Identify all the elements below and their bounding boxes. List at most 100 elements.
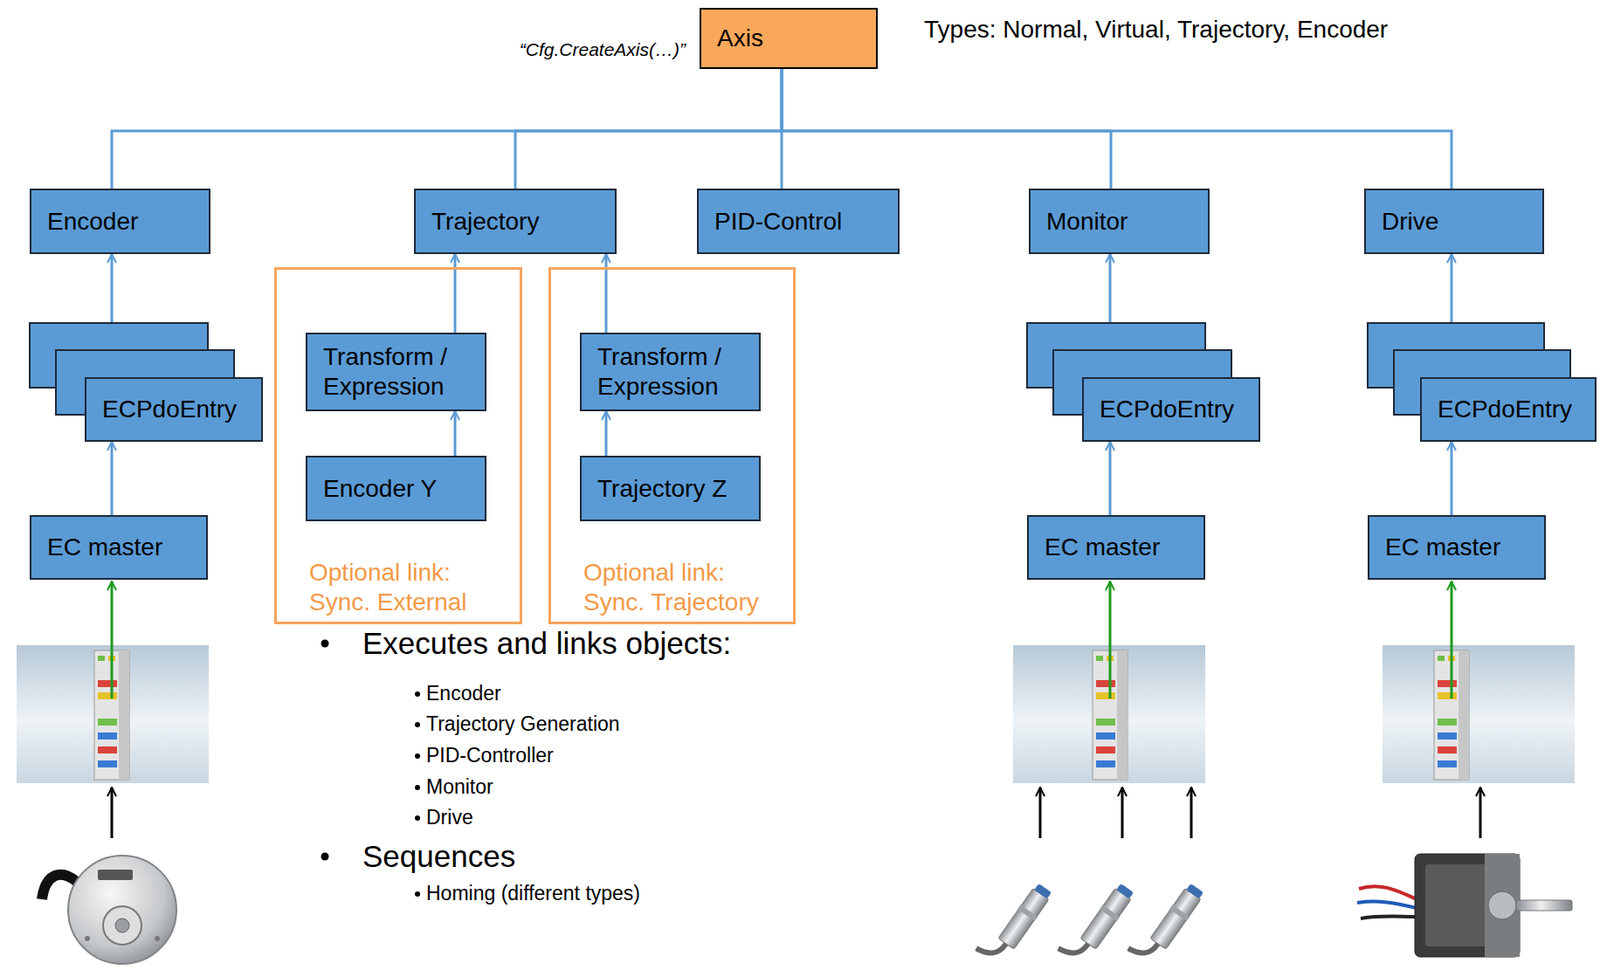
note-text: Types: Normal, Virtual, Trajectory, Enco… (924, 14, 1388, 45)
ec-master-box: EC master (1027, 515, 1206, 580)
proximity-sensor (1099, 904, 1120, 922)
terminal-photo (97, 746, 118, 754)
terminal-photo (1458, 650, 1469, 780)
list-bullet (414, 785, 421, 791)
box-label: Encoder Y (323, 474, 469, 504)
module-box: Monitor (1028, 188, 1210, 255)
box-label: ECPdoEntry (102, 394, 246, 425)
terminal-photo (97, 655, 105, 662)
box-label: Trajectory Z (597, 474, 744, 504)
terminal-photo (1096, 718, 1116, 726)
rotary-encoder (115, 918, 130, 933)
region-label: Optional link: Sync. External (309, 558, 509, 617)
ethercat-link (110, 581, 114, 699)
list-item: Homing (different types) (426, 882, 641, 907)
terminal-photo (1096, 746, 1116, 754)
signal-arrow (110, 787, 114, 839)
terminal-photo (1437, 718, 1457, 726)
module-box: Trajectory (413, 188, 617, 255)
stepper-motor (1414, 854, 1520, 958)
terminal-photo (1096, 760, 1116, 768)
source-box: Trajectory Z (579, 455, 761, 522)
ec-master-box: EC master (1367, 515, 1546, 580)
terminal-photo (97, 680, 118, 688)
stepper-motor (1516, 900, 1573, 911)
stepper-motor (1358, 886, 1417, 900)
module-box: Drive (1364, 188, 1545, 255)
list-bullet (414, 753, 421, 759)
terminal-photo (1117, 650, 1128, 780)
ethercat-link (1450, 581, 1454, 699)
box-label: Monitor (1046, 206, 1193, 237)
stepper-motor (1360, 917, 1417, 920)
terminal-photo (1096, 692, 1116, 700)
proximity-sensor (1116, 883, 1134, 900)
terminal-photo (97, 692, 118, 700)
list-heading: Sequences (362, 838, 516, 876)
box-label: Drive (1381, 206, 1527, 237)
stepper-motor (1484, 854, 1520, 958)
list-item: Monitor (426, 775, 494, 800)
signal-arrow (1479, 787, 1483, 839)
ethercat-link (1109, 581, 1112, 699)
rotary-encoder (97, 869, 133, 881)
connector (1450, 441, 1454, 516)
box-label: Axis (717, 23, 861, 54)
proximity-sensor (1080, 888, 1132, 950)
pdo-entry-box: ECPdoEntry (1420, 377, 1597, 442)
proximity-sensor (1017, 904, 1038, 922)
proximity-sensor (1034, 883, 1052, 900)
connector (781, 68, 1452, 189)
terminal-photo (1096, 655, 1104, 662)
proximity-sensor (1128, 875, 1207, 968)
rotary-encoder (103, 906, 142, 945)
terminal-photo (1437, 692, 1457, 700)
signal-arrow (111, 787, 1481, 839)
proximity-sensor (998, 888, 1049, 950)
box-label: EC master (1385, 532, 1529, 563)
pdo-entry-box: ECPdoEntry (84, 377, 263, 442)
list-item: Trajectory Generation (426, 712, 621, 738)
box-label: PID-Control (714, 206, 883, 237)
box-label: Transform / Expression (597, 342, 744, 401)
module-box: PID-Control (696, 188, 900, 255)
module-box: Encoder (29, 188, 211, 255)
terminal-photo (1437, 732, 1457, 740)
connector (111, 68, 782, 189)
terminal-photo (97, 718, 118, 726)
terminal-photo (97, 732, 118, 740)
region-label: Optional link: Sync. Trajectory (583, 558, 783, 617)
signal-arrow (1121, 787, 1125, 839)
list-bullet (414, 691, 421, 697)
connector (454, 411, 457, 456)
signal-arrow (1039, 787, 1042, 839)
list-heading: Executes and links objects: (362, 625, 732, 663)
rotary-encoder (84, 936, 90, 942)
connector (605, 411, 608, 456)
terminal-photo (1382, 645, 1575, 784)
optional-link-region: Optional link: Sync. Trajectory Transform… (548, 267, 796, 625)
rotary-encoder (68, 855, 177, 965)
ec-master-box: EC master (29, 515, 208, 580)
list-bullet (414, 722, 421, 728)
terminal-photo (1437, 760, 1457, 768)
transform-box: Transform / Expression (579, 332, 761, 412)
stepper-motor (1488, 891, 1517, 920)
terminal-photo (1382, 645, 1575, 784)
rotary-encoder (41, 855, 177, 965)
optional-link-region: Optional link: Sync. ExternalTransform /… (274, 267, 523, 625)
stepper-motor (1357, 902, 1417, 909)
source-box: Encoder Y (305, 455, 487, 522)
box-label: Encoder (47, 206, 194, 237)
terminal-photo (1437, 680, 1457, 688)
stepper-motor (1357, 854, 1573, 958)
proximity-sensor (976, 875, 1055, 968)
box-label: ECPdoEntry (1099, 394, 1243, 425)
box-label: EC master (47, 532, 191, 563)
box-label: Trajectory (431, 206, 600, 237)
proximity-sensor (1186, 883, 1204, 900)
terminal-photo (1096, 732, 1116, 740)
list-item: Encoder (426, 682, 502, 707)
list-bullet (321, 640, 330, 649)
